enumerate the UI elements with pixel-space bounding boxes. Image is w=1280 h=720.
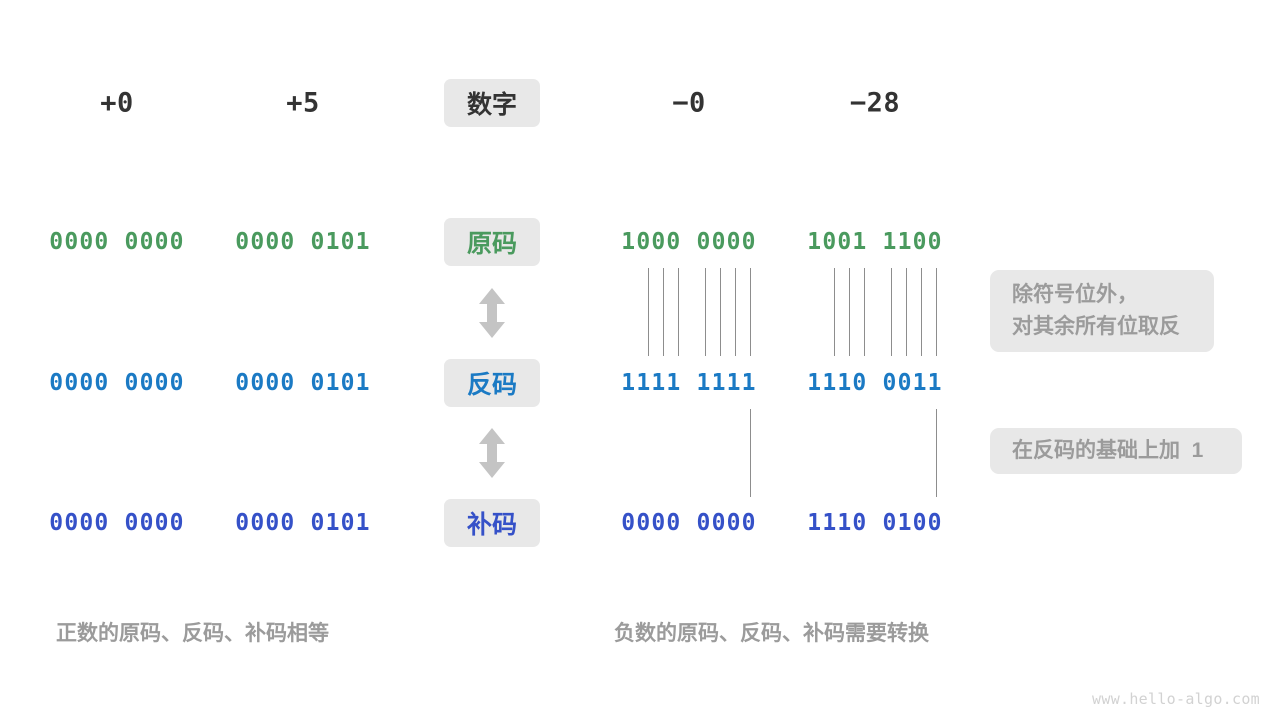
- connector-line: [834, 268, 835, 356]
- connector-line: [936, 409, 937, 497]
- connector-line: [720, 268, 721, 356]
- bits-twos-minus-twentyeight: 1110 0100: [807, 510, 943, 536]
- note-invert-non-sign-bits: 除符号位外， 对其余所有位取反: [990, 270, 1214, 352]
- note-line-2: 对其余所有位取反: [1012, 315, 1180, 338]
- double-arrow-icon: [475, 287, 509, 339]
- bits-twos-plus-zero: 0000 0000: [49, 510, 185, 536]
- connector-line: [663, 268, 664, 356]
- row-label-true-form: 原码: [444, 218, 540, 266]
- caption-negative-numbers: 负数的原码、反码、补码需要转换: [614, 622, 929, 645]
- connector-line: [936, 268, 937, 356]
- connector-line: [735, 268, 736, 356]
- header-label-number: 数字: [444, 79, 540, 127]
- double-arrow-icon: [475, 427, 509, 479]
- connector-line: [921, 268, 922, 356]
- connector-line: [891, 268, 892, 356]
- connector-line: [648, 268, 649, 356]
- header-column-plus-five: +5: [286, 87, 320, 119]
- bits-true-plus-five: 0000 0101: [235, 229, 371, 255]
- bits-ones-plus-five: 0000 0101: [235, 370, 371, 396]
- bits-true-minus-twentyeight: 1001 1100: [807, 229, 943, 255]
- note-line-1: 在反码的基础上加 1: [1012, 439, 1204, 462]
- row-label-ones-complement: 反码: [444, 359, 540, 407]
- bits-ones-minus-zero: 1111 1111: [621, 370, 757, 396]
- connector-line: [678, 268, 679, 356]
- connector-line: [849, 268, 850, 356]
- connector-line: [750, 409, 751, 497]
- row-label-twos-complement: 补码: [444, 499, 540, 547]
- header-column-minus-zero: −0: [672, 87, 706, 119]
- bits-true-plus-zero: 0000 0000: [49, 229, 185, 255]
- connector-line: [906, 268, 907, 356]
- bits-ones-plus-zero: 0000 0000: [49, 370, 185, 396]
- watermark: www.hello-algo.com: [1092, 690, 1260, 708]
- caption-positive-numbers: 正数的原码、反码、补码相等: [56, 622, 329, 645]
- bits-twos-plus-five: 0000 0101: [235, 510, 371, 536]
- bits-ones-minus-twentyeight: 1110 0011: [807, 370, 943, 396]
- note-line-1: 除符号位外，: [1012, 283, 1138, 306]
- bits-true-minus-zero: 1000 0000: [621, 229, 757, 255]
- connector-line: [705, 268, 706, 356]
- connector-line: [750, 268, 751, 356]
- header-column-minus-twentyeight: −28: [849, 87, 901, 119]
- bits-twos-minus-zero: 0000 0000: [621, 510, 757, 536]
- header-column-plus-zero: +0: [100, 87, 134, 119]
- connector-line: [864, 268, 865, 356]
- note-add-one-to-ones-complement: 在反码的基础上加 1: [990, 428, 1242, 474]
